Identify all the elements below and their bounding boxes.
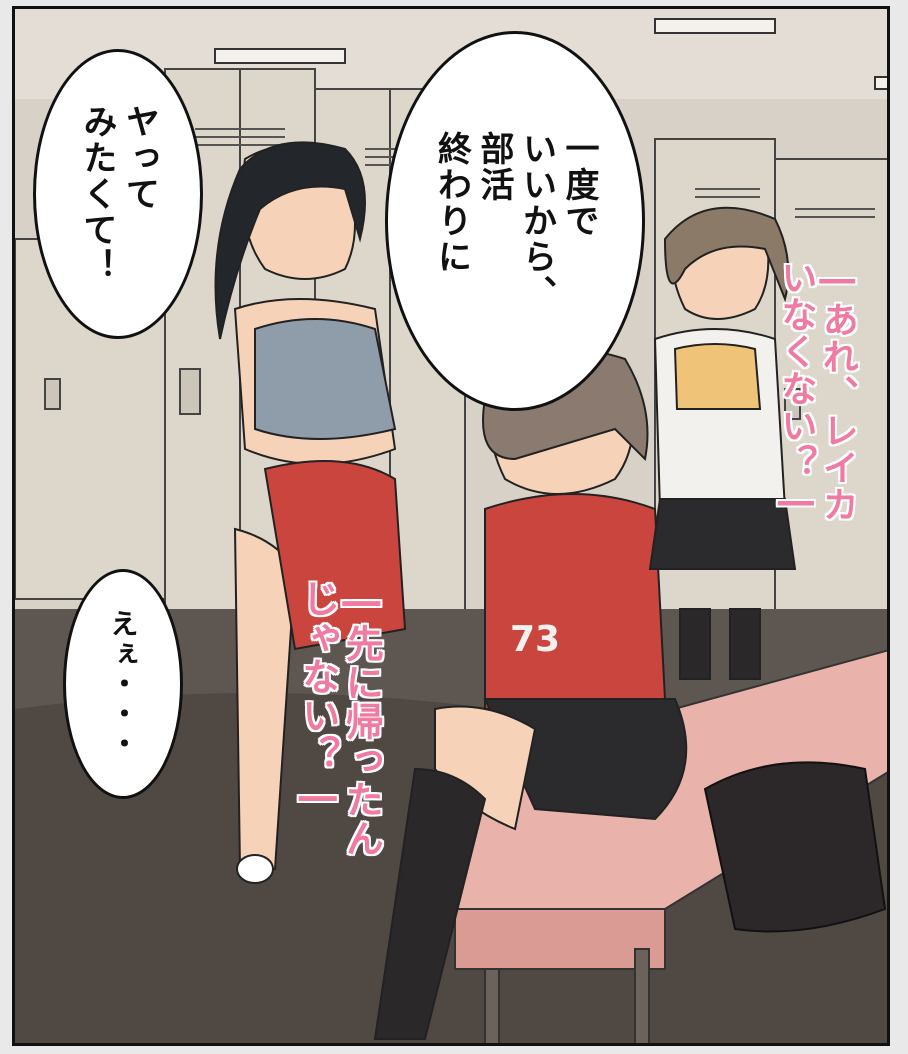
- speech-bubble-center: 一度で いいから、 部活 終わりに: [385, 31, 645, 411]
- locker-room-scene: [15, 9, 887, 1043]
- sfx-right: ―あれ、レイカ いなくない？―: [775, 259, 858, 523]
- speech-bubble-left: ヤって みたくて！: [33, 49, 203, 339]
- ceiling-light: [214, 18, 887, 90]
- dialogue-center: 一度で いいから、 部活 終わりに: [431, 131, 600, 311]
- folded-skirt: [703, 761, 887, 933]
- dialogue-left: ヤって みたくて！: [77, 104, 160, 284]
- jersey-number: 73: [510, 619, 561, 660]
- speech-bubble-small: えぇ・・・: [63, 569, 183, 799]
- dialogue-small: えぇ・・・: [106, 609, 140, 759]
- manga-panel: ヤって みたくて！ 一度で いいから、 部活 終わりに えぇ・・・ ―あれ、レイ…: [12, 6, 890, 1046]
- sfx-bottom: ―先に帰ったん じゃない？―: [295, 579, 384, 858]
- character-left: [214, 141, 407, 884]
- character-right: [648, 206, 797, 680]
